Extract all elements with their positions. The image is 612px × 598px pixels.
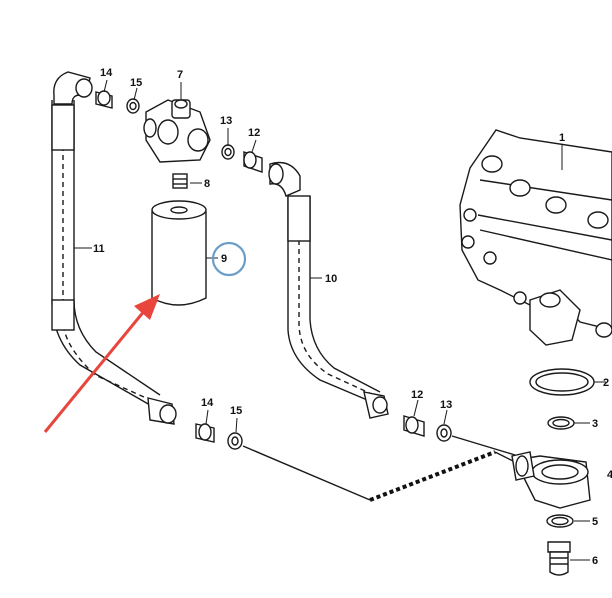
red-arrow-pointer	[43, 294, 160, 433]
label-3: 3	[592, 418, 598, 430]
oil-filter-9	[151, 200, 207, 306]
routing-lines	[242, 435, 516, 502]
adapter-4	[511, 451, 591, 509]
engine-block-1	[459, 129, 612, 346]
label-15-bottom: 15	[230, 405, 242, 417]
label-4: 4	[607, 469, 612, 481]
label-9: 9	[221, 253, 227, 265]
label-7: 7	[177, 69, 183, 81]
hose-10	[268, 161, 389, 419]
ring-15-top	[126, 98, 140, 114]
label-15-top: 15	[130, 77, 142, 89]
nipple-14-top	[95, 90, 113, 109]
ring-5	[546, 514, 574, 528]
seal-ring-2	[529, 368, 595, 396]
label-12-bottom: 12	[411, 389, 423, 401]
nipple-12-top	[243, 151, 263, 173]
ring-3	[547, 416, 575, 430]
hose-11	[51, 100, 161, 406]
plug-6	[547, 541, 571, 576]
part-labels: 7 14 15 13 12 8 9 11 10 1 2 3 4 5 6 14 1…	[93, 67, 612, 567]
elbow-fitting-top-left	[53, 71, 93, 105]
label-5: 5	[592, 516, 598, 528]
ring-13-bottom	[436, 424, 452, 442]
label-13-top: 13	[220, 115, 232, 127]
label-14-top: 14	[100, 67, 113, 79]
label-10: 10	[325, 273, 337, 285]
label-13-bottom: 13	[440, 399, 452, 411]
ring-15-bottom	[227, 432, 243, 450]
ring-13-top	[221, 144, 235, 160]
label-2: 2	[603, 377, 609, 389]
nipple-14-bottom	[195, 423, 215, 443]
filter-head-7	[143, 99, 211, 163]
nipple-12-bottom	[403, 415, 425, 437]
label-11: 11	[93, 243, 105, 255]
fitting-8	[172, 173, 188, 189]
highlight-circle	[211, 241, 247, 277]
label-14-bottom: 14	[201, 397, 214, 409]
label-6: 6	[592, 555, 598, 567]
label-8: 8	[204, 178, 210, 190]
label-1: 1	[559, 132, 565, 144]
hose-11-end-fitting	[147, 397, 177, 425]
label-12-top: 12	[248, 127, 260, 139]
